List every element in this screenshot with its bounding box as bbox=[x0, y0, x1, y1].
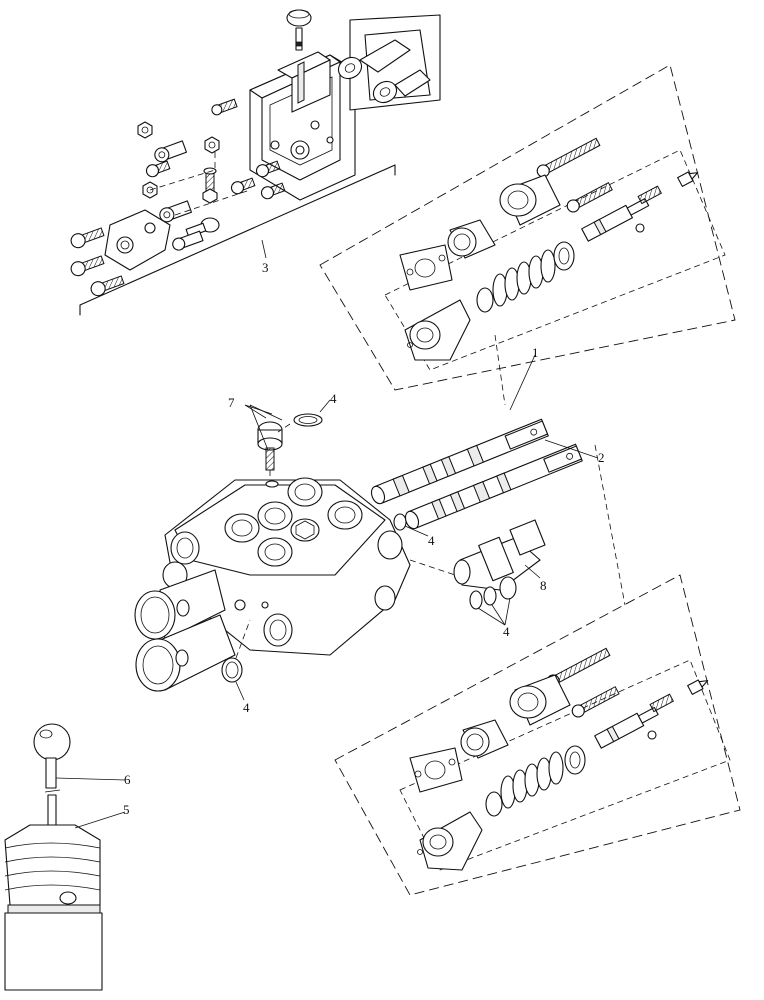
rear-cylinder bbox=[337, 14, 441, 111]
callout-4-lower: 4 bbox=[243, 700, 250, 715]
plug-item-7: 7 bbox=[228, 395, 283, 488]
small-fasteners bbox=[70, 98, 286, 297]
spool-item-2: 2 bbox=[404, 334, 626, 606]
lower-spool-kit bbox=[334, 574, 741, 896]
callout-6: 6 bbox=[124, 772, 131, 787]
relief-valve-item-8: 8 4 bbox=[409, 519, 547, 639]
callout-7: 7 bbox=[228, 395, 235, 410]
spring bbox=[492, 249, 556, 307]
callout-8: 8 bbox=[540, 578, 547, 593]
callout-4-mid: 4 bbox=[428, 533, 435, 548]
upper-spool-kit bbox=[319, 64, 736, 391]
valve-body bbox=[134, 477, 411, 692]
callout-5: 5 bbox=[123, 802, 130, 817]
o-ring-lower-left: 4 bbox=[221, 619, 251, 715]
callout-1: 1 bbox=[532, 345, 539, 360]
linkage-assembly-item-3: 3 bbox=[70, 9, 441, 316]
callout-4-top: 4 bbox=[330, 391, 337, 406]
callout-4-relief: 4 bbox=[503, 624, 510, 639]
joystick-assembly: 6 5 bbox=[4, 723, 131, 991]
spool-item-1: 1 bbox=[370, 345, 549, 505]
actuator-cylinder-lower bbox=[135, 614, 236, 692]
callout-3: 3 bbox=[262, 260, 269, 275]
callout-2: 2 bbox=[598, 450, 605, 465]
o-ring-middle: 4 bbox=[393, 513, 435, 548]
o-ring-top: 4 bbox=[277, 391, 337, 433]
